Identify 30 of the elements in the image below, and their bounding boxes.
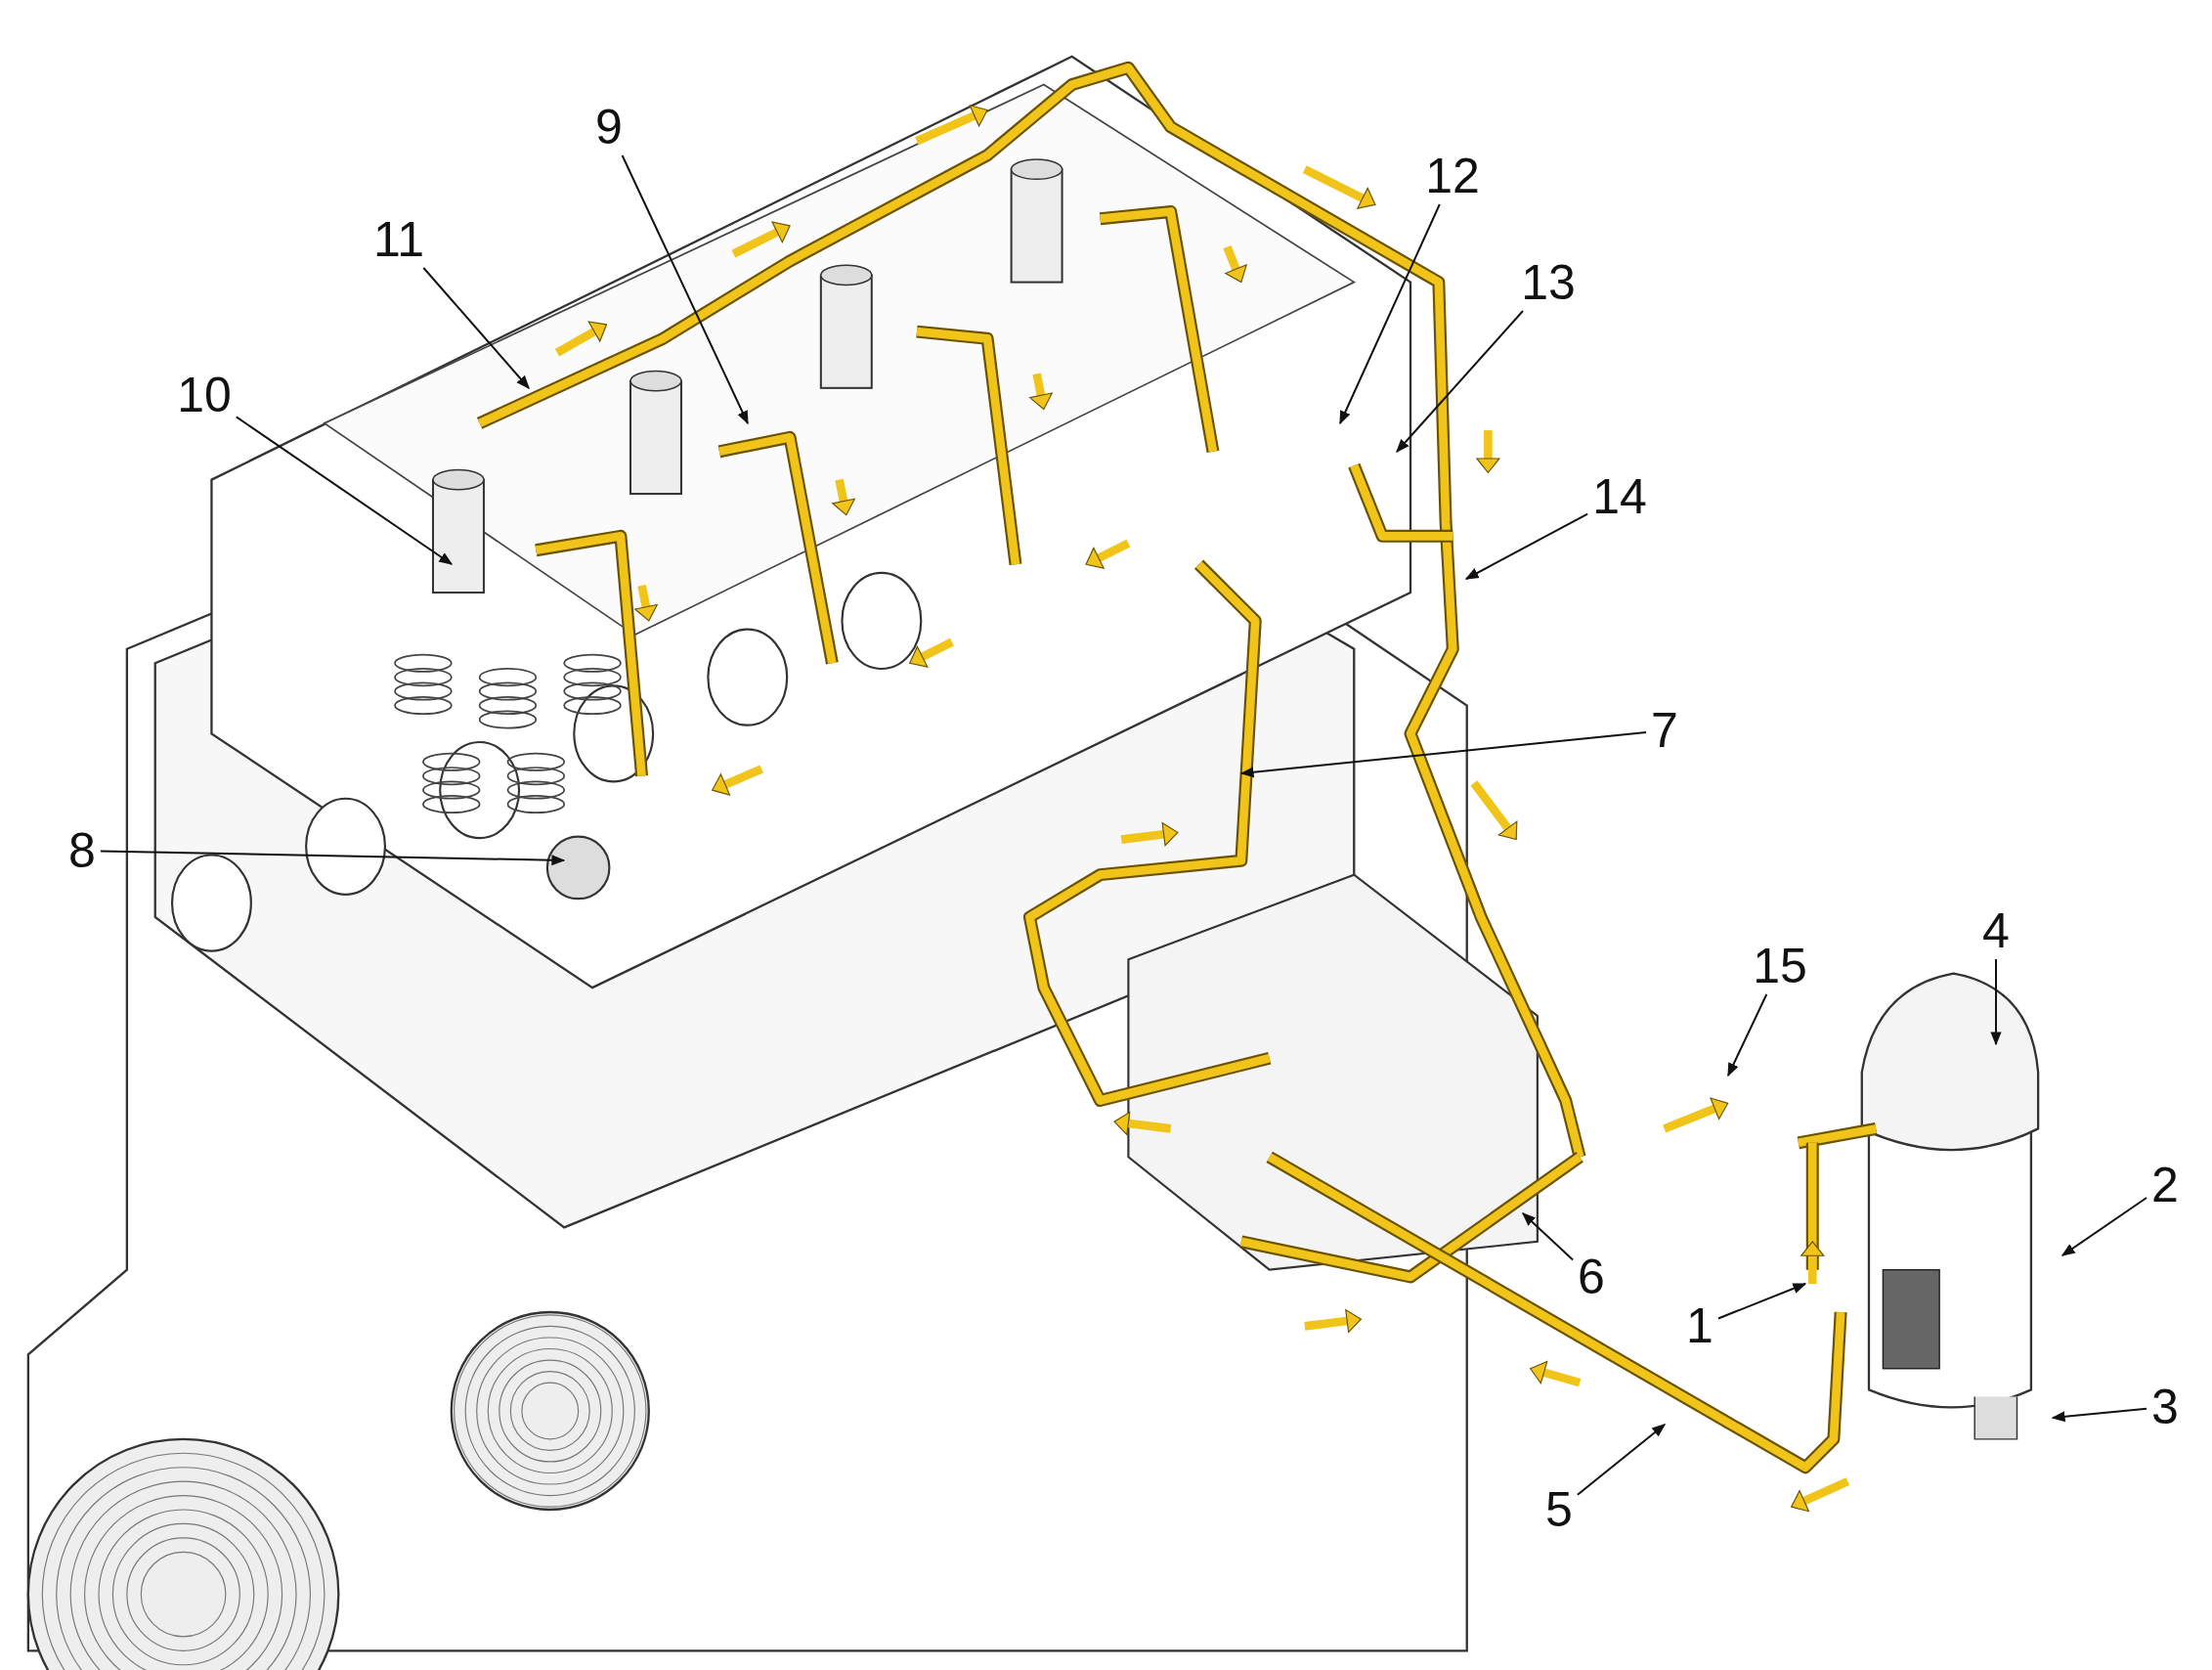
- leader-line: [1339, 203, 1441, 425]
- leader-line: [1396, 310, 1524, 454]
- callout-number: 14: [1590, 471, 1649, 522]
- callout-number: 1: [1684, 1300, 1715, 1351]
- leader-line: [1716, 1283, 1807, 1320]
- callout-number: 6: [1576, 1252, 1607, 1302]
- leader-line: [1239, 730, 1648, 778]
- callout-number: 9: [593, 102, 625, 153]
- callout-number: 5: [1543, 1484, 1575, 1535]
- callout-number: 3: [2149, 1382, 2181, 1432]
- leader-line: [2051, 1407, 2148, 1423]
- leader-line: [621, 154, 749, 425]
- leader-line: [1521, 1212, 1575, 1261]
- callout-number: 10: [175, 370, 234, 420]
- callout-number: 12: [1423, 151, 1482, 201]
- leader-line: [1464, 512, 1589, 580]
- leader-line: [99, 850, 566, 866]
- leader-line: [2060, 1196, 2148, 1256]
- callout-number: 11: [371, 214, 426, 265]
- leader-line: [422, 267, 530, 390]
- callout-number: 8: [66, 825, 98, 876]
- callout-number: 2: [2149, 1160, 2181, 1210]
- leader-line: [1990, 958, 2002, 1046]
- callout-number: 13: [1519, 257, 1578, 308]
- leader-line: [1727, 993, 1768, 1077]
- leader-line: [235, 416, 454, 565]
- callout-number: 15: [1751, 941, 1809, 991]
- leader-line: [1576, 1424, 1667, 1496]
- callout-number: 7: [1649, 705, 1680, 756]
- callout-number: 4: [1980, 905, 2012, 956]
